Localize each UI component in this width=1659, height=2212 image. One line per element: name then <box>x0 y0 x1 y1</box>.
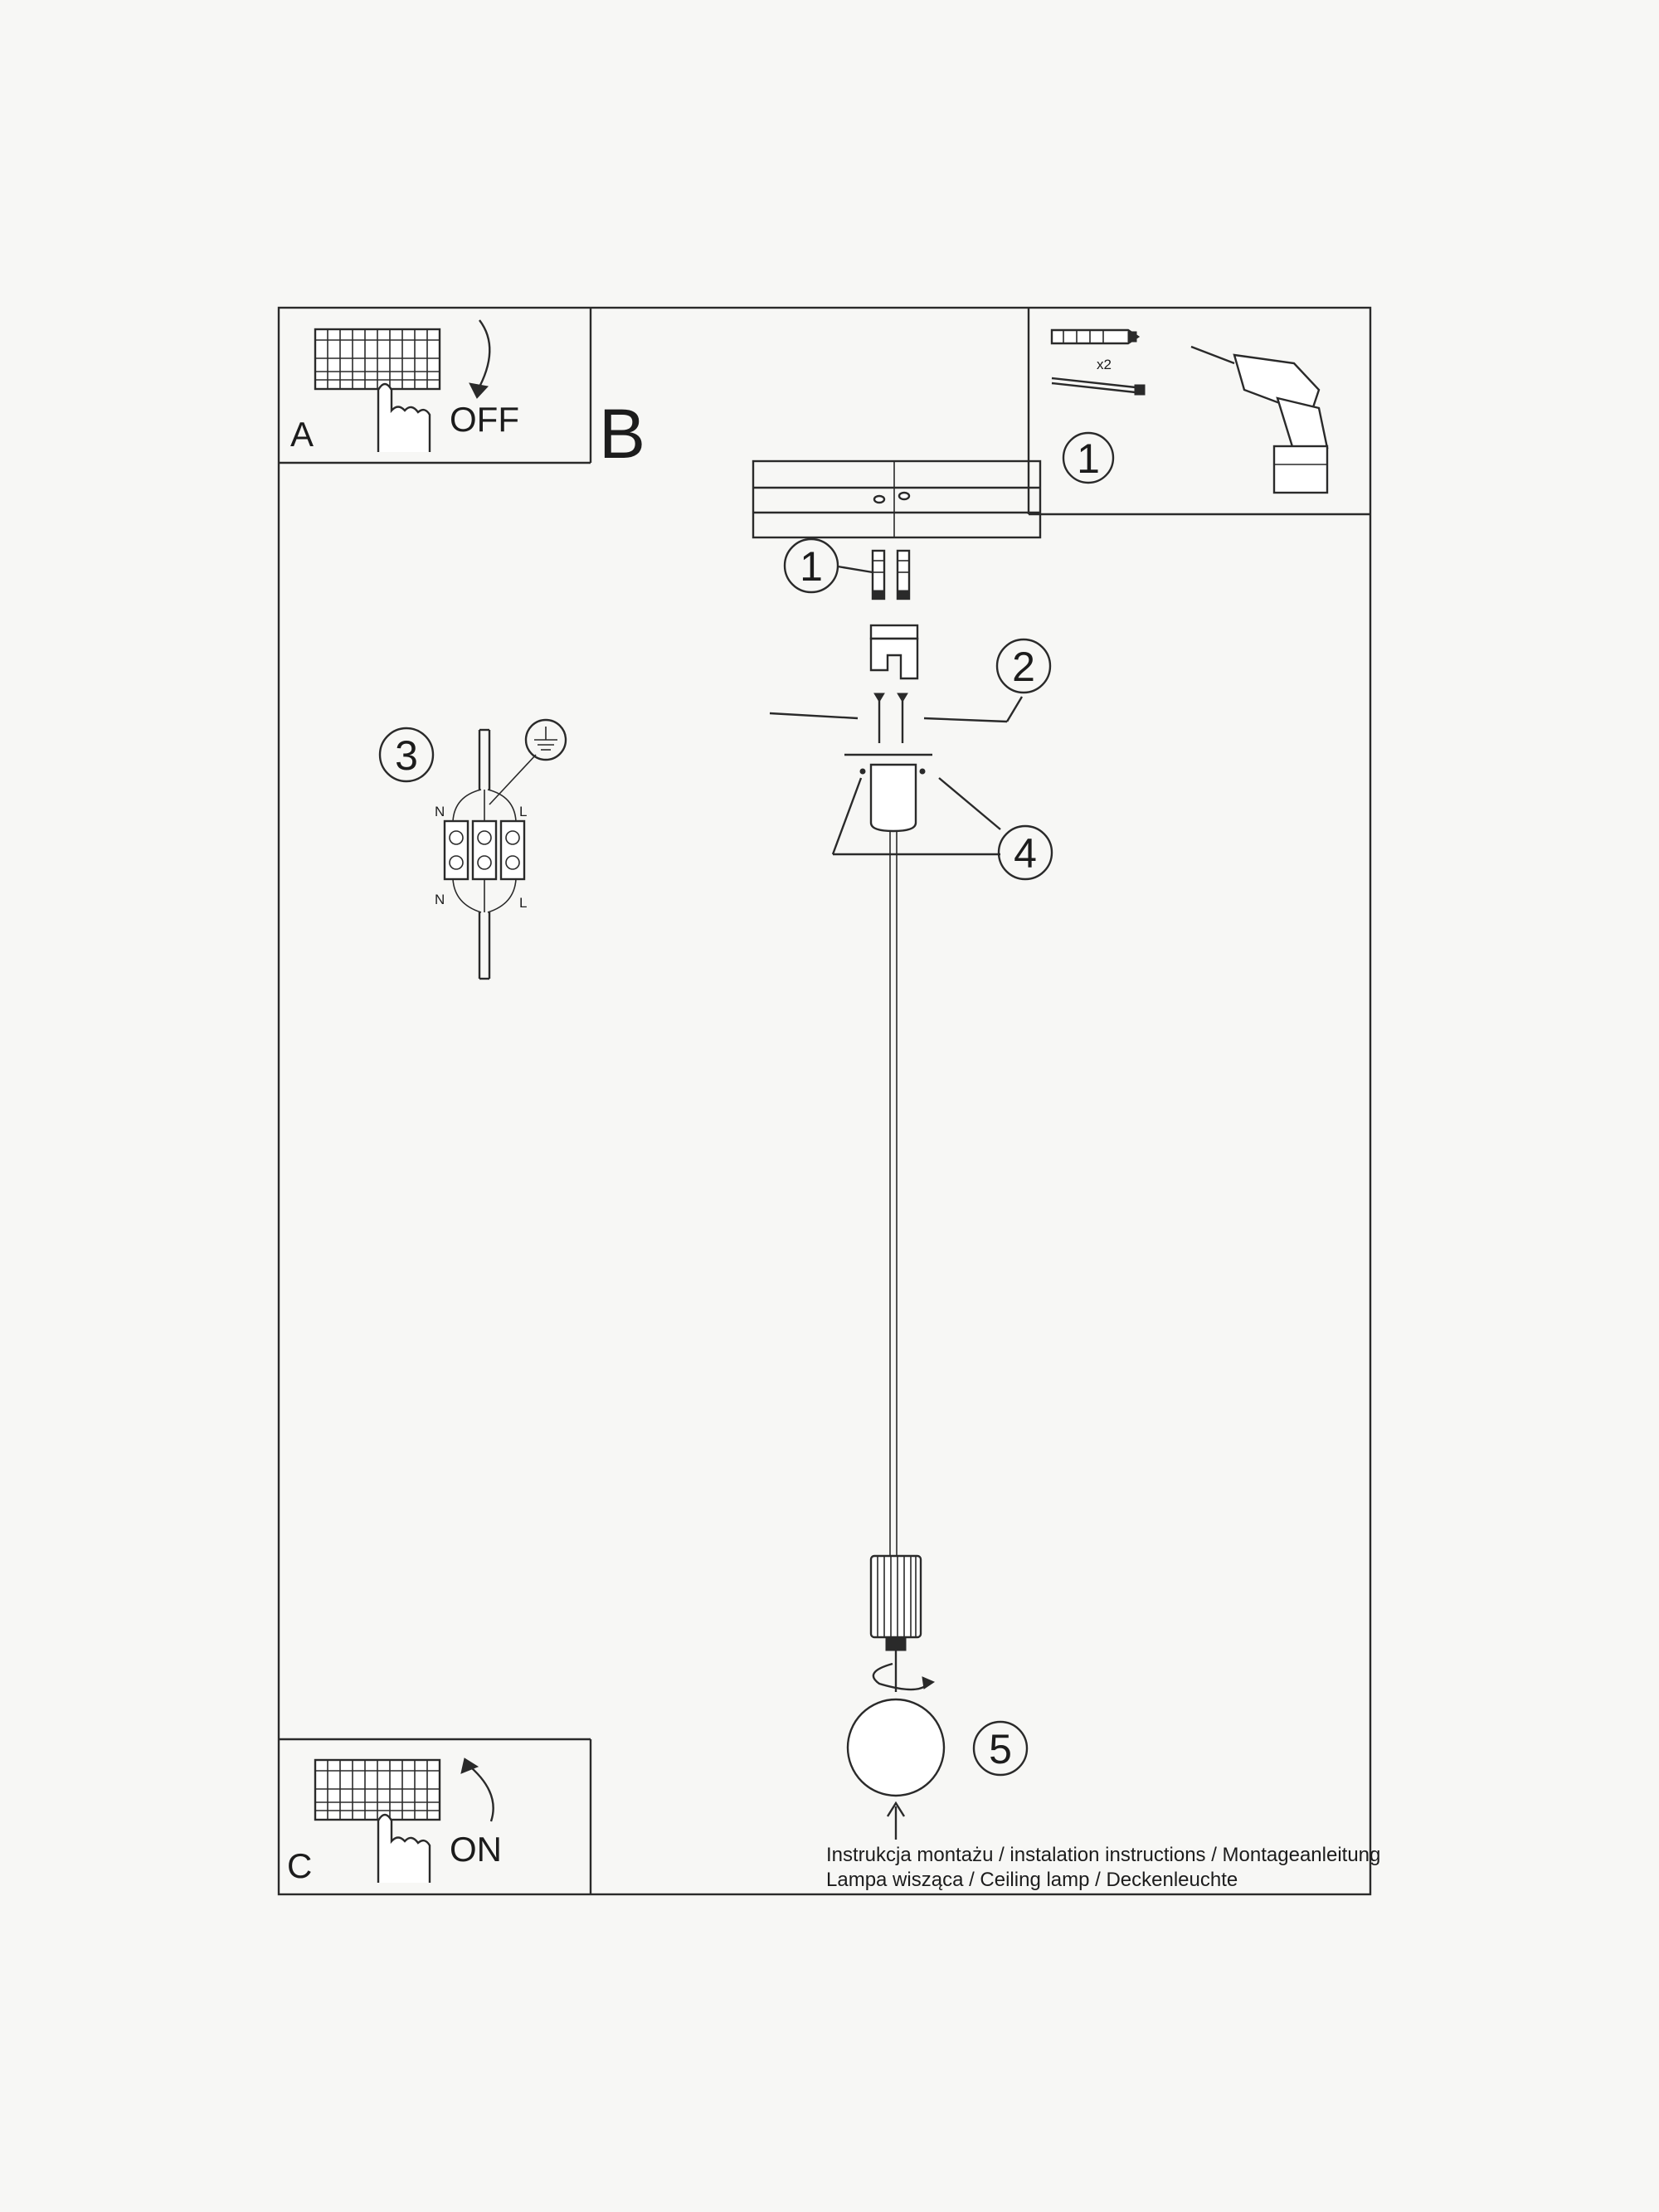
step-circle <box>1062 431 1115 484</box>
live-label-top: L <box>519 804 527 819</box>
step-circle <box>995 638 1052 694</box>
ground-icon <box>524 718 567 761</box>
arrow-up-icon <box>465 1762 494 1822</box>
caption-line-2: Lampa wisząca / Ceiling lamp / Deckenleu… <box>826 1869 1238 1891</box>
panel-c-letter: C <box>287 1846 312 1885</box>
breaker-box-icon <box>314 1758 441 1821</box>
tools-step-number: 1 <box>1077 435 1100 482</box>
canopy <box>859 763 926 833</box>
frame <box>277 306 1372 1896</box>
lamp-holder <box>869 1554 922 1692</box>
rotate-arrow-icon <box>872 1662 931 1691</box>
neutral-label-bottom: N <box>435 892 445 907</box>
suspension-cable <box>889 831 898 1556</box>
panel-b-letter: B <box>599 395 645 473</box>
neutral-label-top: N <box>435 804 445 819</box>
mounting-bracket <box>869 624 919 680</box>
step-3-number: 3 <box>395 732 418 779</box>
ceiling-slab <box>752 459 1042 539</box>
step-circle <box>997 824 1053 881</box>
step-circle <box>378 727 435 783</box>
panel-a-letter: A <box>290 415 314 454</box>
panel-a: OFF A <box>290 319 519 454</box>
off-label: OFF <box>450 400 519 439</box>
quantity-label: x2 <box>1097 357 1112 372</box>
drill-icon <box>1190 345 1329 494</box>
step-circle <box>972 1720 1029 1777</box>
tools-panel: x2 1 <box>1050 328 1329 494</box>
arrow-down-icon <box>475 319 491 392</box>
wall-plugs <box>871 549 911 600</box>
on-label: ON <box>450 1830 502 1869</box>
terminal-block <box>443 728 526 980</box>
mounting-screws <box>873 693 908 743</box>
hand-icon <box>377 1813 431 1883</box>
panel-c: ON C <box>287 1757 502 1885</box>
step-1-number: 1 <box>800 543 823 590</box>
live-label-bottom: L <box>519 895 527 911</box>
bulb <box>846 1698 946 1797</box>
step-5-number: 5 <box>989 1726 1012 1772</box>
step-circle <box>783 537 839 594</box>
wall-plug-icon <box>1050 328 1141 345</box>
screw-icon <box>1051 377 1146 396</box>
step-4-number: 4 <box>1014 830 1037 877</box>
hand-icon <box>377 382 431 452</box>
step-2-number: 2 <box>1012 644 1035 690</box>
caption-line-1: Instrukcja montażu / instalation instruc… <box>826 1844 1380 1866</box>
breaker-box-icon <box>314 328 441 391</box>
